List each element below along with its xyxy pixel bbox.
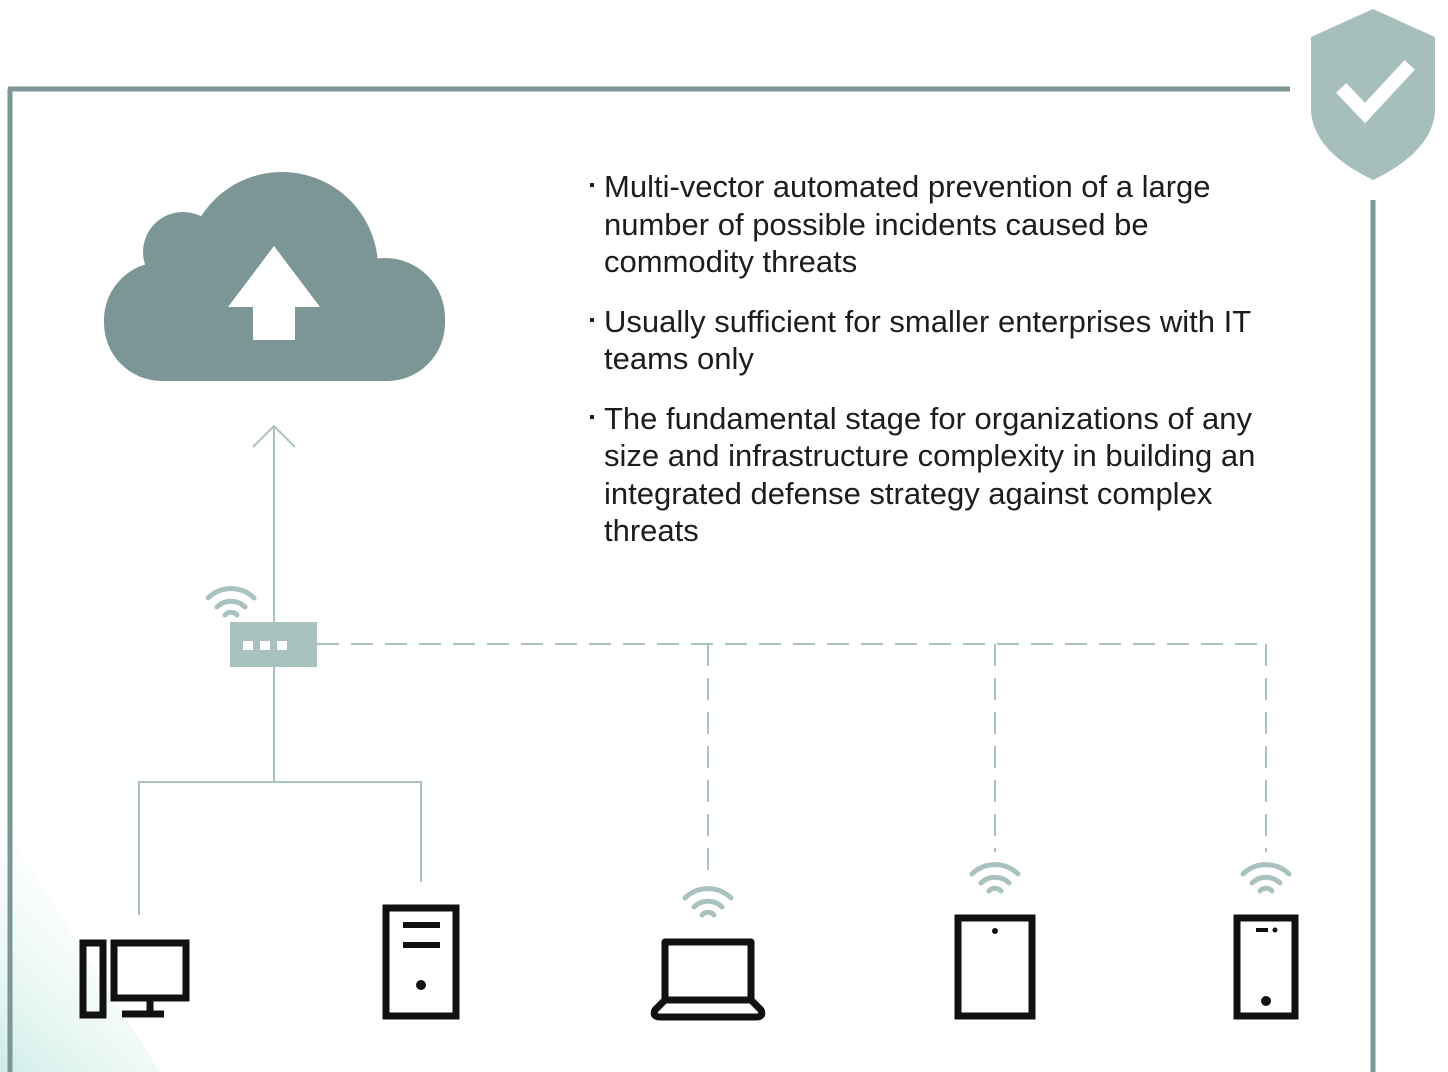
cloud-upload-icon (104, 172, 445, 381)
desktop-computer-icon (79, 939, 190, 1019)
router-icon (230, 622, 317, 667)
laptop-icon (650, 938, 766, 1021)
wired-connectors (138, 424, 422, 915)
tablet-icon (954, 914, 1036, 1020)
wireless-connectors (317, 643, 1267, 878)
wifi-icon (205, 586, 257, 618)
frame (7, 86, 1376, 1072)
wifi-icon (1240, 862, 1292, 894)
shield-check-icon (1311, 9, 1435, 180)
server-tower-icon (382, 904, 460, 1020)
bullet-item: Multi-vector automated prevention of a l… (586, 168, 1266, 281)
feature-bullet-list: Multi-vector automated prevention of a l… (586, 168, 1266, 572)
smartphone-icon (1233, 914, 1299, 1020)
bullet-item: The fundamental stage for organizations … (586, 400, 1266, 550)
wifi-icon (682, 886, 734, 918)
wifi-icon (969, 862, 1021, 894)
bullet-item: Usually sufficient for smaller enterpris… (586, 303, 1266, 378)
